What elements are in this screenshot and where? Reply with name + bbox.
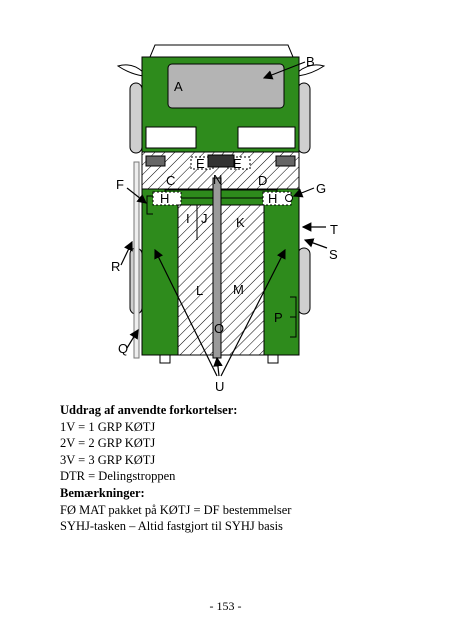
remarks-section: Bemærkninger: FØ MAT pakket på KØTJ = DF… [60,485,400,535]
remark-line: FØ MAT pakket på KØTJ = DF bestemmelser [60,502,292,517]
label-m: M [233,282,244,297]
bracket-h-left [152,191,182,206]
label-s: S [329,247,338,262]
side-rail-left [133,161,140,359]
center-block [207,154,235,168]
label-g: G [316,181,326,196]
cab-panel-right [237,126,296,149]
vehicle-diagram: A B C D E E F G H H I J K L M N O P Q R … [111,44,338,394]
mirror-left [116,64,144,77]
label-r: R [111,259,120,274]
abbreviations-section: Uddrag af anvendte forkortelser: 1V = 1 … [60,402,400,485]
step-right [267,354,279,364]
cab-panel-left [145,126,197,149]
label-h-left: H [160,191,169,206]
label-b: B [306,54,315,69]
leader-arrows [120,61,328,377]
arrow-r [120,240,133,266]
mirror-right [297,64,326,77]
screen-a [167,63,285,109]
label-h-right: H [268,191,277,206]
label-f: F [116,177,124,192]
label-o: O [214,321,224,336]
bracket-f [146,195,153,215]
label-n: N [213,172,222,187]
abbreviation-line: 3V = 3 GRP KØTJ [60,452,156,467]
abbreviations-heading: Uddrag af anvendte forkortelser: [60,403,238,417]
label-c: C [166,173,175,188]
arrow-u-mid [213,356,223,377]
label-u: U [215,379,224,394]
label-t: T [330,222,338,237]
abbreviation-line: DTR = Delingstroppen [60,469,176,483]
label-d: D [258,173,267,188]
dark-block-left [145,155,166,167]
bracket-h-right [262,191,292,206]
abbreviation-line: 2V = 2 GRP KØTJ [60,436,156,450]
label-e-left: E [196,156,205,171]
arrow-g [292,187,315,198]
arrow-q [126,328,139,349]
label-l: L [196,283,203,298]
page-number: - 153 - [209,599,242,613]
arrow-s [303,238,328,249]
step-left [159,354,171,364]
wheel-front-right [297,82,311,154]
arrow-u-left [154,248,218,377]
hatched-right-compartment [220,204,265,356]
label-i: I [186,211,190,226]
label-j: J [201,211,208,226]
arrow-f [126,187,147,204]
dark-block-right [275,155,296,167]
abbreviation-line: 1V = 1 GRP KØTJ [60,419,156,434]
arrow-b [262,61,306,80]
wheel-rear-right [297,247,311,315]
label-a: A [174,79,183,94]
label-q: Q [118,341,128,356]
label-k: K [236,215,245,230]
label-p: P [274,310,283,325]
bracket-p [290,296,297,338]
letter-labels: A B C D E E F G H H I J K L M N O P Q R … [111,54,338,394]
remarks-heading: Bemærkninger: [60,486,145,500]
label-e-right: E [233,156,242,171]
wheel-front-left [129,82,143,154]
hatched-left-compartment [177,204,214,356]
hood-outline [149,44,294,58]
remark-line: SYHJ-tasken – Altid fastgjort til SYHJ b… [60,519,283,533]
arrow-u-right [220,248,286,377]
item-g-circle [285,194,293,202]
